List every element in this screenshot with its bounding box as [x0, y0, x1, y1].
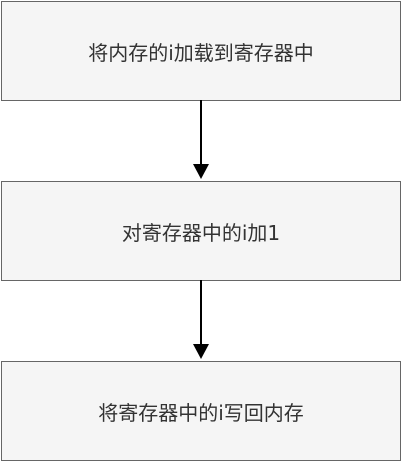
step-label: 将内存的i加载到寄存器中 [88, 40, 314, 65]
step-box-writeback: 将寄存器中的i写回内存 [1, 361, 401, 461]
step-label: 将寄存器中的i写回内存 [98, 400, 304, 425]
step-box-increment: 对寄存器中的i加1 [1, 181, 401, 281]
step-box-load: 将内存的i加载到寄存器中 [1, 1, 401, 101]
arrow-down-icon [193, 280, 209, 359]
step-label: 对寄存器中的i加1 [121, 220, 281, 245]
arrow-down-icon [193, 100, 209, 179]
